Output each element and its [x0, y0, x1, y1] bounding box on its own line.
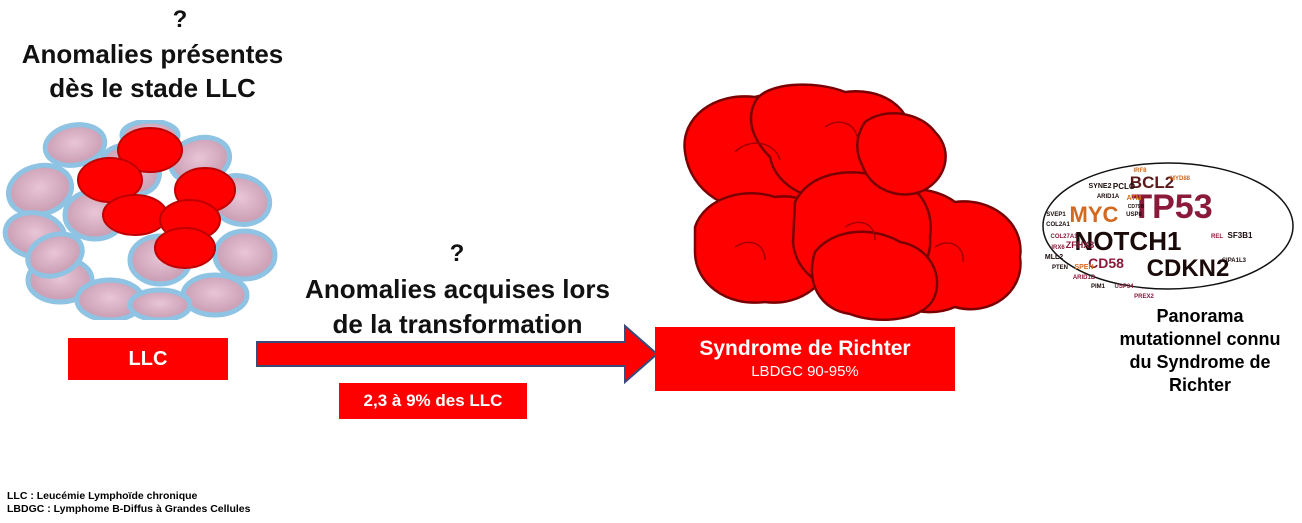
gene-label: PIM1 — [1091, 284, 1106, 290]
gene-label: IRX6 — [1051, 245, 1065, 251]
richter-cells-illustration — [683, 83, 1022, 321]
richter-cell — [856, 112, 947, 196]
abbreviation-legend: LLC : Leucémie Lymphoïde chronique LBDGC… — [7, 490, 507, 516]
legend-llc: LLC : Leucémie Lymphoïde chronique — [7, 490, 198, 502]
gene-label: COL27A1 — [1050, 234, 1078, 240]
cll-cells-illustration — [2, 120, 278, 320]
llc-box: LLC — [68, 338, 228, 380]
gene-label: NOTCH1 — [1075, 226, 1182, 256]
panorama-line1: Panorama — [1156, 306, 1244, 326]
question-mark-middle: ? — [449, 240, 465, 267]
gene-label: ARID1A — [1097, 194, 1120, 200]
richter-box: Syndrome de Richter LBDGC 90-95% — [655, 327, 955, 391]
gene-label: SIPA1L3 — [1222, 258, 1247, 264]
richter-title: Syndrome de Richter — [699, 337, 911, 360]
gene-label: MYD88 — [1170, 176, 1191, 182]
gene-label: ARID1B — [1073, 275, 1096, 281]
red-cells — [77, 127, 236, 269]
gene-label: PCLO — [1113, 182, 1135, 191]
legend-lbdgc: LBDGC : Lymphome B-Diffus à Grandes Cell… — [7, 503, 251, 515]
gene-label: MLL2 — [1045, 254, 1063, 261]
llc-label: LLC — [128, 347, 168, 370]
gene-label: COL2A1 — [1046, 222, 1070, 228]
gene-label: SF3B1 — [1228, 231, 1253, 240]
gene-label: SPEN — [1074, 264, 1093, 271]
percent-box: 2,3 à 9% des LLC — [339, 383, 527, 419]
gene-label: PTEN — [1052, 265, 1068, 271]
question-mark-top: ? — [172, 6, 188, 33]
gene-label: REL — [1211, 234, 1223, 240]
transformation-arrow — [256, 323, 659, 385]
panorama-line2: mutationnel connu — [1119, 329, 1281, 349]
gene-label: CD79B — [1128, 204, 1145, 210]
gene-label: CD58 — [1088, 255, 1124, 271]
heading-present-line2: dès le stade LLC — [49, 73, 256, 103]
word-cloud-ellipse — [1042, 162, 1294, 290]
gene-label: USP34 — [1114, 284, 1134, 290]
gene-label: SVEP1 — [1046, 212, 1066, 218]
gene-label: SYNE2 — [1089, 183, 1112, 190]
panorama-line3: du Syndrome de — [1129, 352, 1271, 372]
richter-subtitle: LBDGC 90-95% — [751, 363, 859, 380]
gene-label: BCL2 — [1130, 173, 1174, 192]
gene-label: MYC — [1070, 202, 1119, 227]
gene-label: TP53 — [1131, 188, 1212, 226]
heading-present-line1: Anomalies présentes — [21, 39, 284, 69]
gene-label: IRF8 — [1133, 168, 1147, 174]
panorama-line4: Richter — [1168, 375, 1231, 395]
gene-label: ATM — [1127, 195, 1142, 202]
richter-cell — [810, 230, 939, 321]
percent-label: 2,3 à 9% des LLC — [363, 391, 503, 410]
heading-acquired-line1: Anomalies acquises lors — [305, 274, 610, 304]
gene-label: ZFHX3 — [1066, 240, 1095, 250]
heading-acquired-line2: de la transformation — [332, 309, 583, 339]
gene-label: CDKN2 — [1147, 255, 1230, 282]
panorama-caption: Panorama mutationnel connu du Syndrome d… — [1105, 305, 1295, 397]
gene-label: USP8 — [1126, 212, 1142, 218]
gene-label: PREX2 — [1134, 294, 1154, 298]
